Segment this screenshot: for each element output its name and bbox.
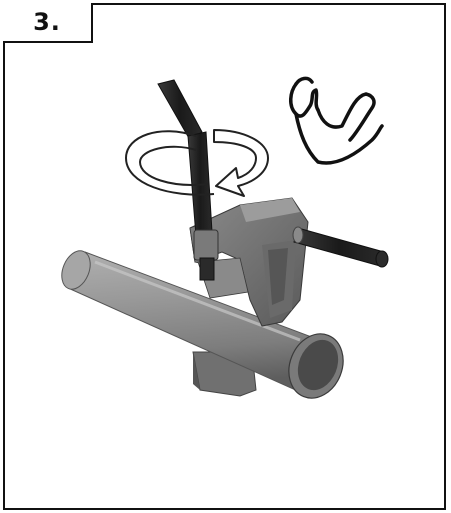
step-number-box: 3.: [3, 3, 93, 43]
tightening-lever: [157, 79, 219, 281]
side-handle: [292, 226, 389, 268]
step-number: 3.: [33, 8, 61, 36]
rotate-arrow-icon: [124, 129, 269, 197]
pipe: [61, 250, 344, 399]
flexed-arm-icon: [289, 76, 384, 165]
clamp-body: [189, 197, 309, 327]
